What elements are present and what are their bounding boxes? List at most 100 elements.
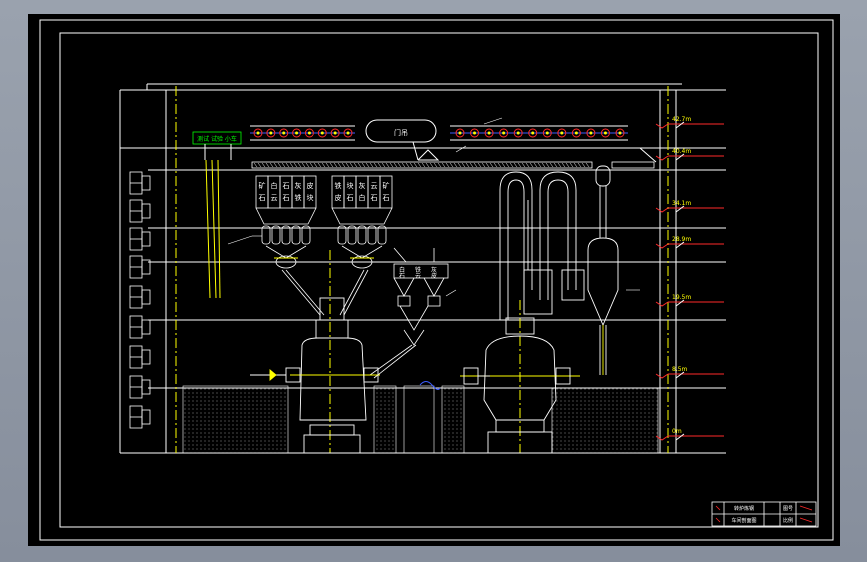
elevation-triangle [655,243,669,249]
elevation-label: 28.9m [672,236,691,243]
crane-wheel [343,128,353,138]
bin-label: 石 [347,194,354,202]
weigh-hopper [357,225,367,245]
bin-label: 灰 [359,181,366,190]
elevation-triangle [655,207,669,213]
offgas-ducting [499,171,585,320]
crane-wheel [253,128,263,138]
bin-label: 块 [307,193,314,202]
crane-wheel [615,128,625,138]
bin-label: 石 [383,194,390,202]
crane-wheel [484,128,494,138]
fill-area-1 [182,385,289,454]
axis-lines [175,86,669,453]
foundation-fill [182,381,659,454]
elevation-triangle [655,301,669,307]
crane-wheel [586,128,596,138]
elevation-label: 40.4m [672,148,691,155]
ferroalloy-label: 皮 [431,272,437,280]
title-block: 转炉炼钢 车间剖面图 图号 比例 [711,501,817,527]
crane-wheel [292,128,302,138]
fill-area-4 [551,387,659,454]
sheet-background [28,14,840,546]
bin-label: 皮 [307,181,314,190]
fill-area-2 [373,385,397,454]
bin-label: 石 [259,194,266,202]
elevation-triangle [655,373,669,379]
ferroalloy-label: 石 [399,273,405,280]
elevation-label: 0m [672,428,682,435]
collect-hopper [275,255,297,269]
weigh-hopper [261,225,271,245]
title-line-1: 转炉炼钢 [734,505,754,512]
bin-label: 矿 [383,181,390,190]
crane-wheel [557,128,567,138]
crane-wheel [317,128,327,138]
converter-left [250,297,380,454]
crane-girder-left [250,125,355,141]
crane-label-text: 测试 试验 小车 [197,135,237,143]
crane-wheel [470,128,480,138]
title-right-1: 图号 [783,506,793,512]
ferroalloy-bins [393,247,449,346]
elevation-label: 42.7m [672,116,691,123]
bin-label: 皮 [335,193,342,202]
bin-label: 云 [371,182,378,190]
title-right-2: 比例 [783,517,793,524]
bin-label: 石 [371,194,378,202]
weigh-hopper [367,225,377,245]
crane-wheel [542,128,552,138]
weigh-hopper [271,225,281,245]
weigh-hopper [347,225,357,245]
storage-bin [303,175,317,209]
charging-crane-label: 测试 试验 小车 [192,131,242,160]
crane-wheel [571,128,581,138]
elevation-triangle [655,435,669,441]
crane-capsule-label: 门吊 [394,128,408,137]
leader-notes [227,117,640,297]
crane-wheel [528,128,538,138]
title-line-2: 车间剖面图 [731,517,756,524]
bin-label: 白 [271,181,278,190]
bin-label: 云 [271,194,278,202]
ferroalloy-label: 灰 [431,266,437,274]
bin-label: 铁 [335,181,342,190]
crane-wheel [330,128,340,138]
weigh-hopper [281,225,291,245]
weigh-hopper [377,225,387,245]
pit-marker [419,381,441,390]
fill-area-3 [441,385,465,454]
ferroalloy-label: 白 [399,266,405,274]
feed-chutes [281,269,417,379]
elevation-label: 34.1m [672,200,691,207]
crane-wheel [304,128,314,138]
collect-hopper [351,255,373,269]
inner-border [59,32,819,528]
scrubber-tower [587,165,619,375]
ferroalloy-label: 铁 [415,266,421,274]
crane-girder-right [450,125,628,141]
hanging-rods [205,159,221,299]
weigh-hopper [301,225,311,245]
crane-wheel [455,128,465,138]
crane-wheel [499,128,509,138]
crane-wheels-right [455,128,625,138]
crane-wheel [513,128,523,138]
bin-label: 石 [283,194,290,202]
crane-wheel [279,128,289,138]
elevation-label: 19.5m [672,294,691,301]
elevation-label: 8.5m [672,366,688,373]
bin-label: 白 [359,193,366,202]
crane-wheel [600,128,610,138]
outer-border [39,19,834,541]
bin-label: 块 [347,181,354,190]
wall-window-stack [129,171,151,429]
elevation-markers: 42.7m 40.4m 34.1m 28.9m 19.5m 8.5m 0m [655,116,724,441]
weigh-hopper [291,225,301,245]
elevation-triangle [655,155,669,161]
bin-label: 矿 [259,181,266,190]
elevation-triangle [655,123,669,129]
